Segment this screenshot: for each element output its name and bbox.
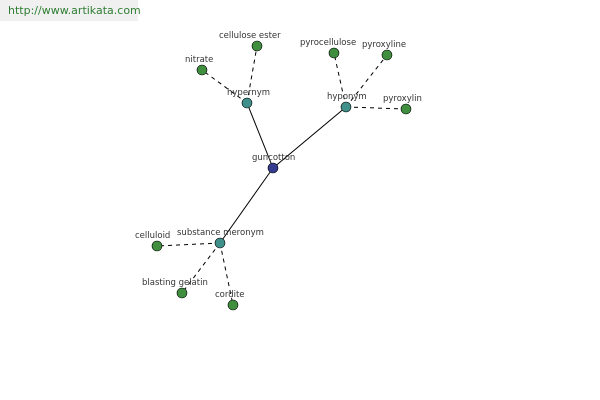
leaf-node-blasting-gelatin[interactable] xyxy=(176,287,188,299)
root-label[interactable]: guncotton xyxy=(252,153,295,163)
leaf-label-blasting-gelatin[interactable]: blasting gelatin xyxy=(142,278,208,288)
url-bar: http://www.artikata.com xyxy=(0,0,141,21)
graph-nodes xyxy=(151,40,412,311)
relation-label-hyponym[interactable]: hyponym xyxy=(327,92,367,102)
edge-substance-meronym-cordite xyxy=(219,242,234,306)
edge-root-hypernym xyxy=(246,102,274,169)
relation-label-substance-meronym[interactable]: substance meronym xyxy=(177,228,264,238)
leaf-label-pyroxylin[interactable]: pyroxylin xyxy=(383,94,422,104)
leaf-node-pyroxyline[interactable] xyxy=(381,49,393,61)
leaf-node-pyrocellulose[interactable] xyxy=(328,47,340,59)
leaf-label-celluloid[interactable]: celluloid xyxy=(135,231,170,241)
leaf-node-celluloid[interactable] xyxy=(151,240,163,252)
leaf-label-nitrate[interactable]: nitrate xyxy=(185,55,213,65)
leaf-node-cellulose-ester[interactable] xyxy=(251,40,263,52)
leaf-label-pyrocellulose[interactable]: pyrocellulose xyxy=(300,38,356,48)
leaf-label-cordite[interactable]: cordite xyxy=(215,290,245,300)
leaf-node-nitrate[interactable] xyxy=(196,64,208,76)
site-url-link[interactable]: http://www.artikata.com xyxy=(8,4,141,17)
graph-edges xyxy=(156,45,407,306)
leaf-label-cellulose-ester[interactable]: cellulose ester xyxy=(219,31,281,41)
edge-hypernym-nitrate xyxy=(201,69,248,104)
graph-labels: guncotton hypernym nitrate cellulose ester h… xyxy=(135,31,422,300)
relation-node-substance-meronym[interactable] xyxy=(214,237,226,249)
edge-hyponym-pyroxyline xyxy=(345,54,388,108)
edge-substance-meronym-celluloid xyxy=(156,242,221,247)
leaf-node-cordite[interactable] xyxy=(227,299,239,311)
root-node[interactable] xyxy=(267,162,279,174)
edge-root-hyponym xyxy=(272,106,347,169)
edge-root-substance-meronym xyxy=(219,167,274,244)
leaf-label-pyroxyline[interactable]: pyroxyline xyxy=(362,40,406,50)
edge-hyponym-pyrocellulose xyxy=(333,52,347,108)
edge-hypernym-cellulose-ester xyxy=(246,45,258,104)
relation-node-hypernym[interactable] xyxy=(241,97,253,109)
edge-substance-meronym-blasting-gelatin xyxy=(181,242,221,294)
relation-label-hypernym[interactable]: hypernym xyxy=(227,88,270,98)
edge-hyponym-pyroxylin xyxy=(345,106,407,110)
relation-node-hyponym[interactable] xyxy=(340,101,352,113)
leaf-node-pyroxylin[interactable] xyxy=(400,103,412,115)
